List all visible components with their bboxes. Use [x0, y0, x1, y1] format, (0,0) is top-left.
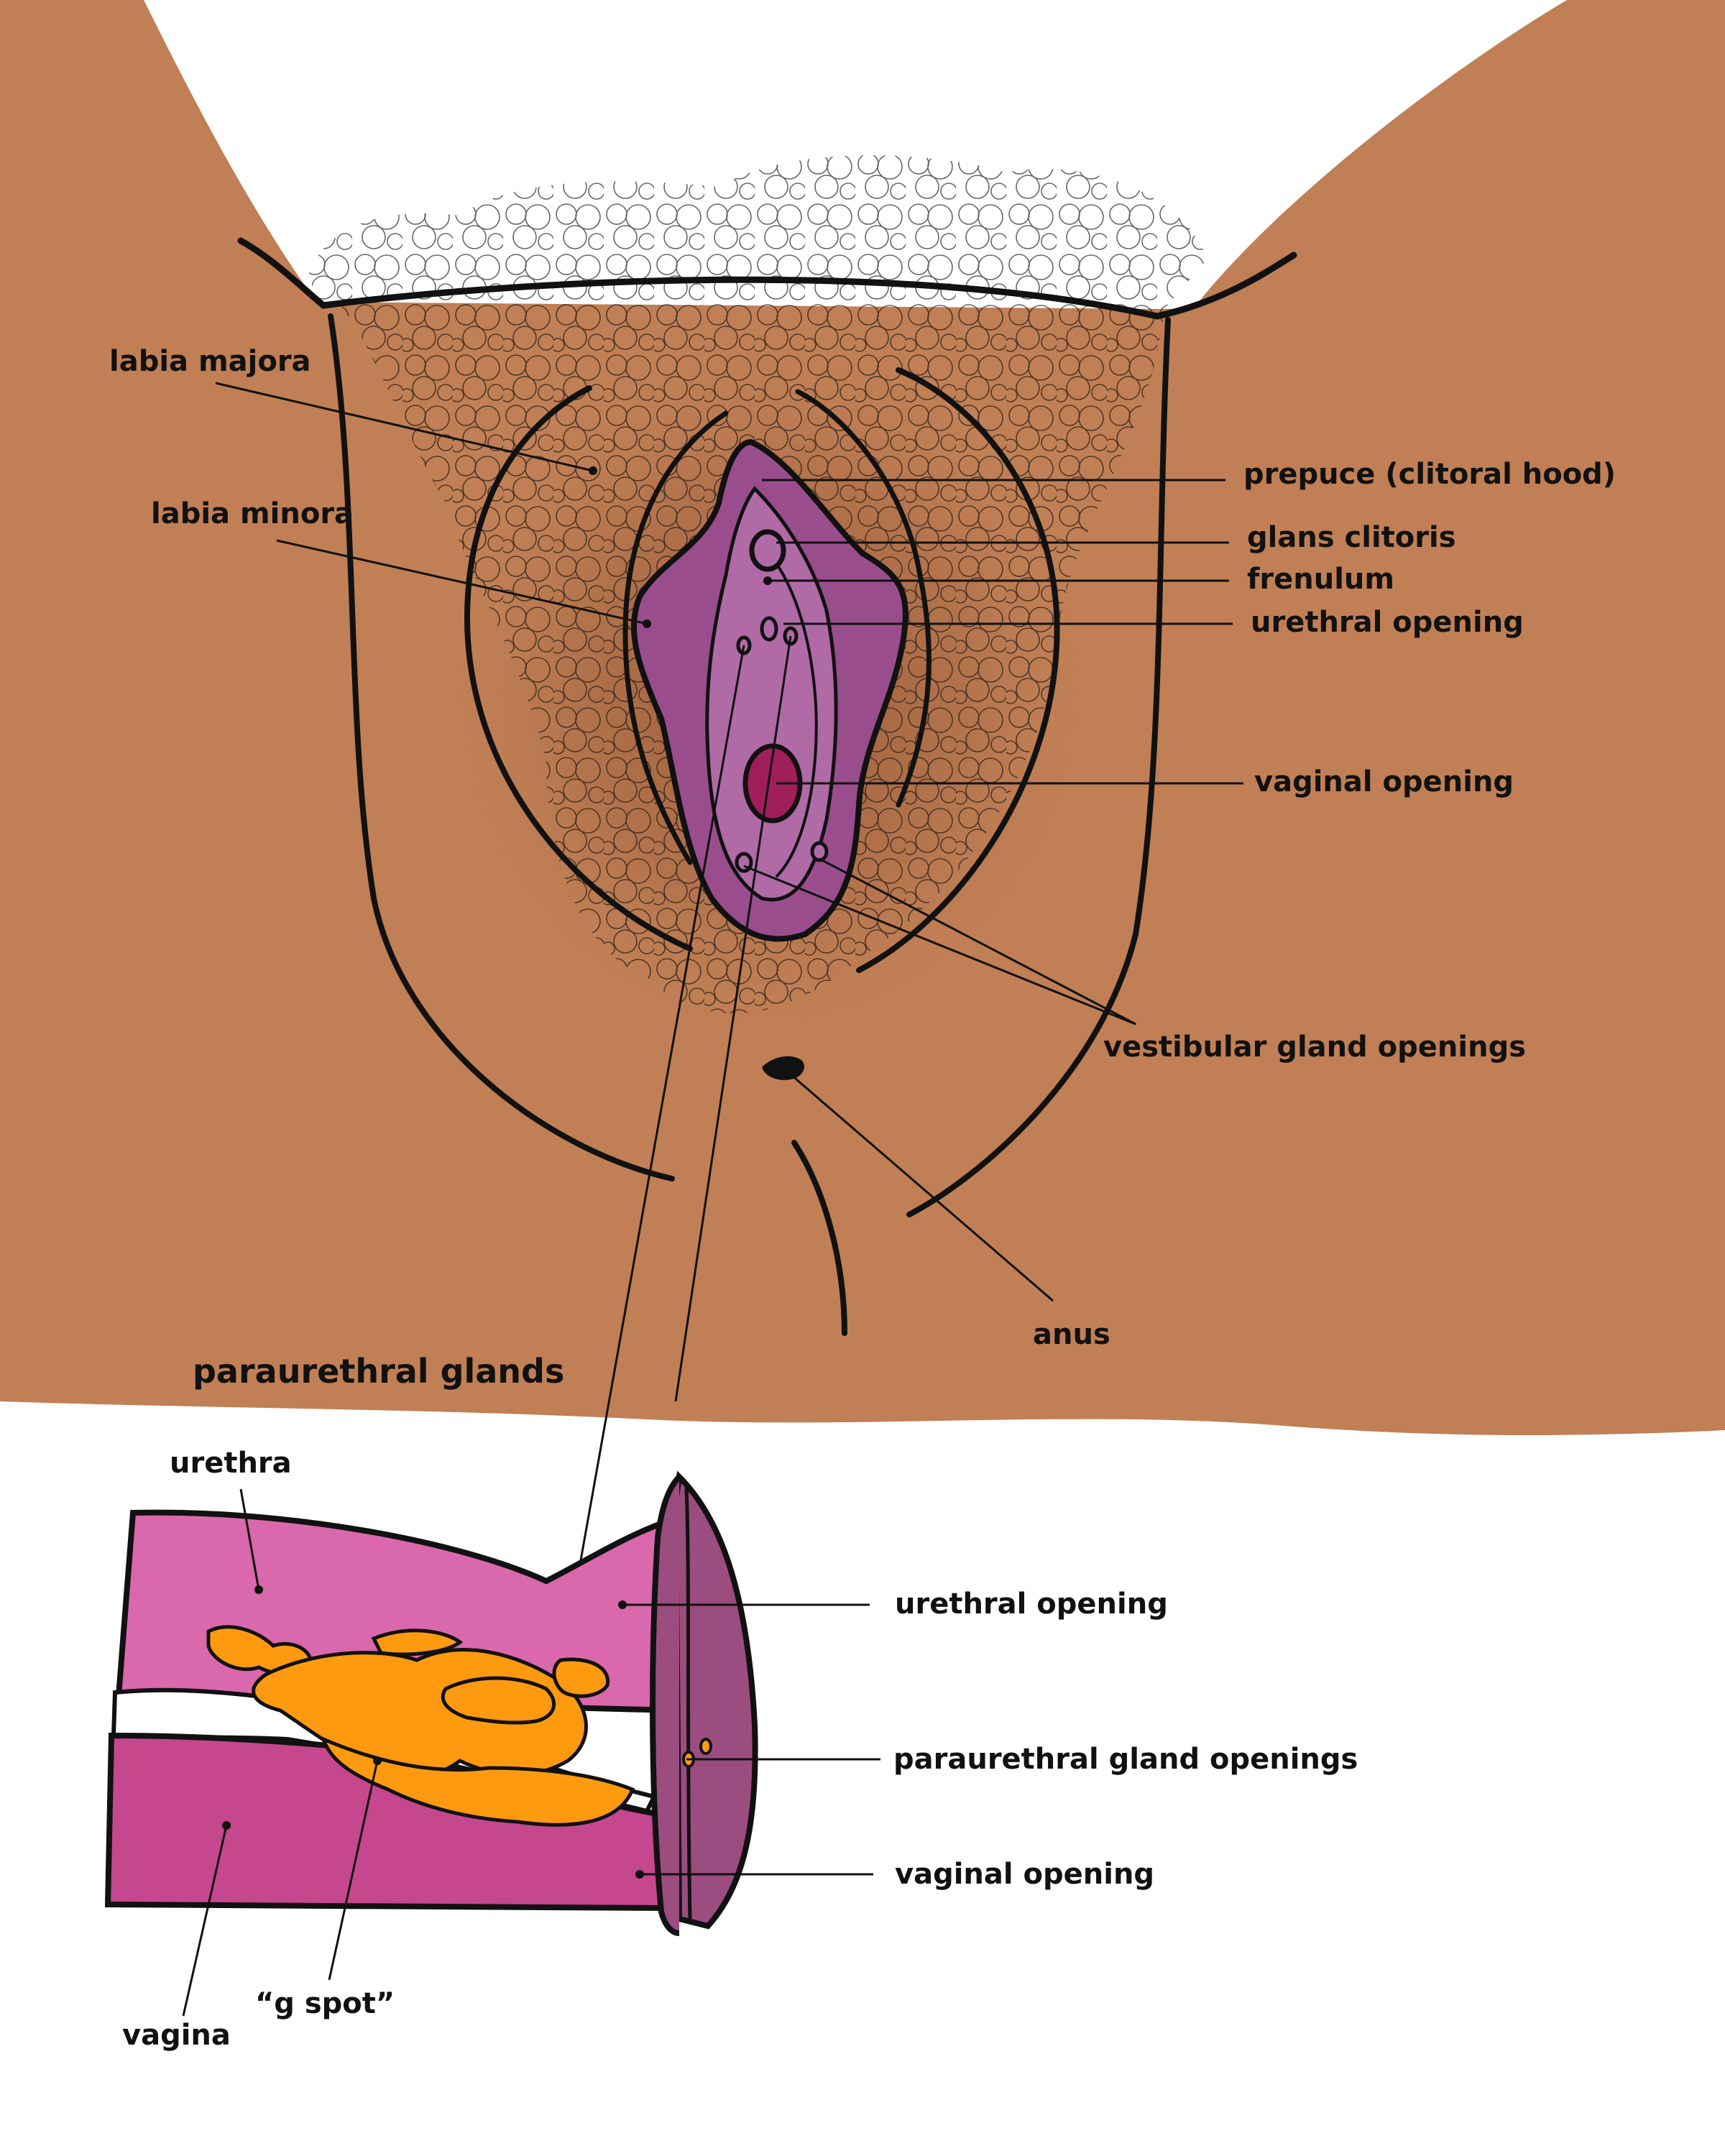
label-vaginal-opening: vaginal opening	[1254, 768, 1514, 796]
label-vaginal-opening-inset: vaginal opening	[895, 1860, 1154, 1889]
label-labia-majora: labia majora	[109, 347, 311, 376]
glans-clitoris-shape	[752, 532, 783, 569]
label-urethral-opening: urethral opening	[1251, 608, 1524, 637]
opening-face-edge	[653, 1477, 679, 1933]
label-prepuce: prepuce (clitoral hood)	[1243, 460, 1616, 489]
paraurethral-opening-inset-right	[701, 1739, 711, 1754]
label-labia-minora: labia minora	[151, 499, 354, 528]
label-urethral-opening-inset: urethral opening	[895, 1590, 1168, 1618]
label-vestibular-gland-openings: vestibular gland openings	[1103, 1033, 1526, 1061]
label-anus: anus	[1033, 1320, 1110, 1349]
vestibular-gland-right-shape	[812, 843, 827, 860]
label-vagina: vagina	[122, 2021, 231, 2050]
label-frenulum: frenulum	[1247, 565, 1394, 594]
label-paraurethral-glands: paraurethral glands	[193, 1355, 564, 1388]
label-g-spot: “g spot”	[255, 1989, 395, 2018]
label-urethra: urethra	[170, 1449, 292, 1478]
urethral-opening-shape	[762, 618, 776, 640]
label-paraurethral-gland-openings: paraurethral gland openings	[893, 1745, 1358, 1774]
label-glans-clitoris: glans clitoris	[1247, 523, 1456, 552]
